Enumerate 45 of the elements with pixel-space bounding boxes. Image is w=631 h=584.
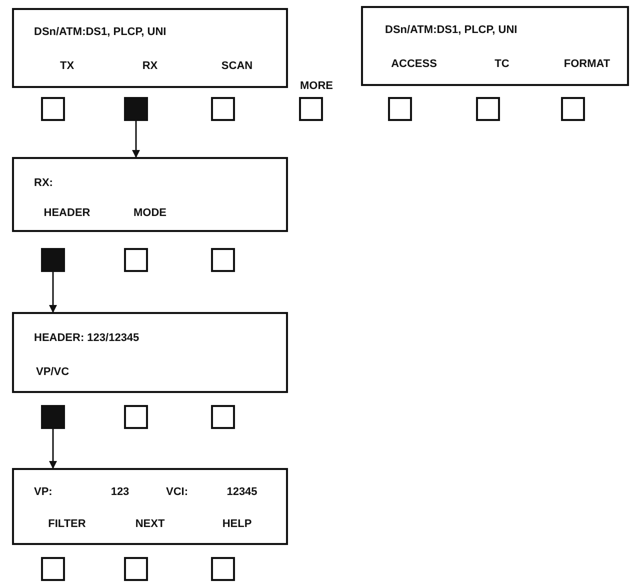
menu-label: ACCESS	[391, 58, 437, 70]
softkey	[211, 405, 235, 429]
menu-label: TC	[494, 58, 510, 70]
menu-label: HEADER	[44, 207, 90, 219]
softkey	[124, 248, 148, 272]
display-screen	[12, 312, 288, 393]
softkey	[211, 557, 235, 581]
softkey	[299, 97, 323, 121]
screen-text: RX:	[34, 177, 53, 189]
screen-text: HEADER: 123/12345	[34, 332, 140, 344]
display-screen	[12, 8, 288, 88]
softkey	[41, 97, 65, 121]
softkey	[41, 557, 65, 581]
menu-label: TX	[60, 60, 74, 72]
menu-label: FILTER	[48, 518, 86, 530]
softkey	[211, 97, 235, 121]
menu-label: SCAN	[221, 60, 253, 72]
menu-label: MODE	[134, 207, 166, 219]
softkey	[561, 97, 585, 121]
menu-label: VCI:	[166, 486, 188, 498]
softkey	[211, 248, 235, 272]
softkey	[388, 97, 412, 121]
screen-text: DSn/ATM:DS1, PLCP, UNI	[385, 24, 518, 36]
menu-label: NEXT	[135, 518, 165, 530]
menu-label: MORE	[300, 80, 333, 92]
softkey	[476, 97, 500, 121]
arrow	[132, 121, 140, 158]
menu-label: FORMAT	[564, 58, 610, 70]
display-screen	[12, 468, 288, 545]
menu-label: HELP	[222, 518, 252, 530]
menu-label: 123	[110, 486, 130, 498]
softkey	[41, 248, 65, 272]
screen-text: VP:	[34, 486, 52, 498]
softkey	[41, 405, 65, 429]
menu-label: 12345	[226, 486, 258, 498]
screen-text: DSn/ATM:DS1, PLCP, UNI	[34, 26, 166, 38]
arrow	[49, 272, 57, 313]
display-screen	[361, 6, 629, 86]
arrow	[49, 429, 57, 469]
softkey	[124, 405, 148, 429]
menu-label: RX	[142, 60, 158, 72]
softkey	[124, 557, 148, 581]
display-screen	[12, 157, 288, 232]
softkey	[124, 97, 148, 121]
menu-label: VP/VC	[36, 366, 70, 378]
